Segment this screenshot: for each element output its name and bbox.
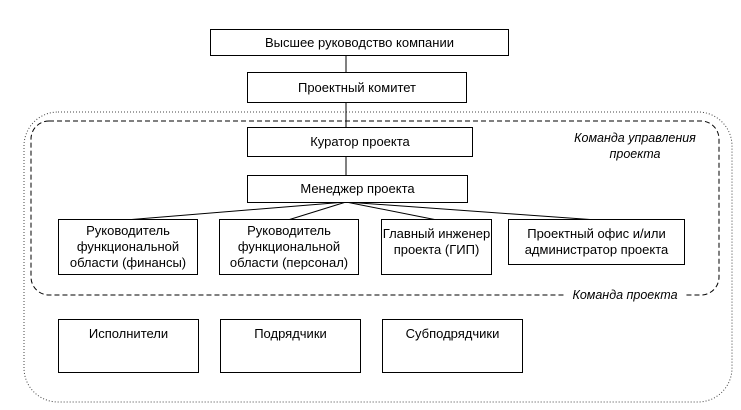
executors-label: Исполнители bbox=[88, 326, 169, 341]
chief-engineer-label: Главный инженер проекта (ГИП) bbox=[382, 226, 491, 257]
connector-manager-personnel bbox=[287, 201, 347, 221]
project-team-boundary bbox=[23, 111, 733, 403]
project-curator-label: Куратор проекта bbox=[310, 134, 410, 149]
head-finance-box: Руководитель функциональной области (фин… bbox=[58, 219, 198, 275]
project-office-box: Проектный офис и/или администратор проек… bbox=[508, 219, 685, 265]
connector-manager-finance bbox=[124, 201, 347, 221]
executors-box: Исполнители bbox=[58, 319, 199, 373]
management-team-label: Команда управления проекта bbox=[574, 131, 696, 161]
subcontractors-box: Субподрядчики bbox=[382, 319, 523, 373]
project-manager-box: Менеджер проекта bbox=[247, 175, 468, 203]
head-personnel-box: Руководитель функциональной области (пер… bbox=[219, 219, 359, 275]
project-committee-label: Проектный комитет bbox=[297, 79, 417, 95]
management-team-boundary bbox=[30, 120, 720, 296]
project-manager-label: Менеджер проекта bbox=[300, 181, 415, 196]
project-curator-box: Куратор проекта bbox=[247, 127, 473, 157]
head-personnel-label: Руководитель функциональной области (пер… bbox=[229, 223, 349, 270]
subcontractors-label: Субподрядчики bbox=[405, 326, 500, 341]
project-team-label: Команда проекта bbox=[565, 287, 685, 303]
project-committee-box: Проектный комитет bbox=[247, 72, 467, 103]
head-finance-label: Руководитель функциональной области (фин… bbox=[69, 223, 187, 270]
chief-engineer-box: Главный инженер проекта (ГИП) bbox=[381, 219, 492, 275]
connector-manager-engineer bbox=[345, 201, 438, 221]
connector-manager-office bbox=[345, 201, 598, 221]
contractors-label: Подрядчики bbox=[254, 326, 327, 341]
top-management-box: Высшее руководство компании bbox=[210, 29, 509, 56]
top-management-label: Высшее руководство компании bbox=[265, 34, 454, 50]
project-office-label: Проектный офис и/или администратор проек… bbox=[524, 226, 669, 257]
contractors-box: Подрядчики bbox=[220, 319, 361, 373]
